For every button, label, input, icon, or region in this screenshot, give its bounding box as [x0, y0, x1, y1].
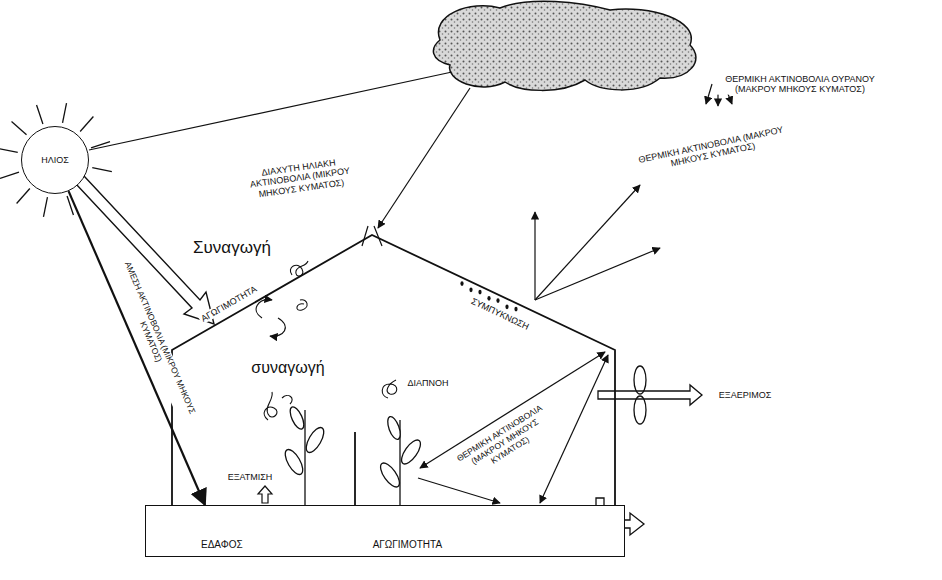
- ventilation-fan: [634, 366, 646, 394]
- plants: [385, 415, 403, 441]
- annotation-label: συναγωγή: [249, 359, 326, 377]
- annotation-label: ΔΙΑΠΝΟΗ: [405, 378, 450, 388]
- node-text: ΑΓΩΓΙΜΟΤΗΤΑ: [373, 539, 442, 557]
- greenhouse-outline: [172, 235, 615, 505]
- sun-to-cloud-line: [89, 72, 452, 150]
- plants: [303, 425, 327, 455]
- ventilation-fan: [598, 366, 702, 424]
- roof-conduction-symbol: [256, 300, 272, 318]
- roof-thermal-arrows: [535, 185, 640, 300]
- sun-circle: ΗΛΙΟΣ: [21, 126, 89, 194]
- convection-curls: [297, 300, 307, 311]
- roof-conduction-symbol: [270, 318, 285, 336]
- roof-thermal-arrows: [534, 212, 535, 300]
- cloud: [433, 1, 695, 90]
- annotation-label: ΣΥΜΠΥΚΝΩΣΗ: [468, 295, 533, 333]
- convection-curls: [264, 261, 397, 420]
- diffuse-radiation-arrow: [378, 88, 470, 228]
- sun-ray: [63, 103, 67, 123]
- roof-conduction-symbol: [374, 226, 382, 246]
- cloud: [433, 1, 695, 90]
- convection-curls: [290, 261, 308, 276]
- droplet: [505, 304, 508, 309]
- greenhouse-outline: [354, 432, 356, 505]
- annotation-label: ΕΞΑΕΡΙΜΟΣ: [717, 390, 773, 400]
- evaporation-arrow: [258, 486, 272, 503]
- radiation-arrow: [69, 191, 205, 505]
- sun-ray: [37, 105, 43, 124]
- roof-thermal-arrows: [535, 185, 660, 300]
- convection-curls: [382, 380, 397, 398]
- greenhouse-outline: [172, 235, 615, 505]
- ventilation-fan: [634, 396, 646, 424]
- annotation-label: ΘΕΡΜΙΚΗ ΑΚΤΙΝΟΒΟΛΙΑ (ΜΑΚΡΟΥ ΜΗΚΟΥΣ ΚΥΜΑΤ…: [446, 397, 565, 486]
- sky-radiation-arrows: [706, 84, 712, 104]
- inner-thermal-arrows: [418, 352, 608, 503]
- plants: [304, 410, 305, 505]
- evaporation-arrow: [258, 486, 272, 503]
- droplet: [514, 307, 517, 312]
- annotation-label: Συναγωγή: [191, 238, 273, 258]
- convection-curls: [264, 392, 277, 420]
- plants: [398, 437, 424, 467]
- roof-conduction-symbol: [256, 226, 382, 336]
- ventilation-fan: [598, 385, 702, 405]
- ground-band: ΕΔΑΦΟΣ ΑΓΩΓΙΜΟΤΗΤΑ: [145, 505, 625, 557]
- sun-ray: [12, 122, 27, 135]
- diffuse-radiation-arrow: [378, 88, 470, 228]
- roof-conduction-symbol: [362, 226, 368, 246]
- droplet: [496, 298, 499, 303]
- roof-thermal-arrows: [535, 248, 660, 300]
- node-text: ΕΔΑΦΟΣ: [201, 539, 243, 557]
- sun-ray: [17, 188, 30, 203]
- droplet: [487, 296, 490, 301]
- plants: [282, 447, 306, 477]
- plants: [377, 460, 403, 490]
- droplet: [469, 287, 472, 292]
- sun-to-cloud-line: [89, 72, 452, 150]
- sun-ray: [0, 148, 18, 152]
- convection-curls: [282, 396, 292, 404]
- droplet: [478, 290, 481, 295]
- node-text: ΗΛΙΟΣ: [41, 155, 69, 165]
- annotation-label: ΕΞΑΤΜΙΣΗ: [226, 472, 275, 482]
- annotation-label: ΘΕΡΜΙΚΗ ΑΚΤΙΝΟΒΟΛΙΑ (ΜΑΚΡΟΥ ΜΗΚΟΥΣ ΚΥΜΑΤ…: [622, 121, 801, 178]
- sun-ray: [0, 172, 19, 178]
- droplet: [460, 281, 463, 286]
- plants: [287, 405, 306, 431]
- sun-ray: [92, 168, 112, 172]
- sun-ray: [80, 117, 93, 132]
- annotation-label: ΔΙΑΧΥΤΗ ΗΛΙΑΚΗ ΑΚΤΙΝΟΒΟΛΙΑ (ΜΙΚΡΟΥ ΜΗΚΟΥ…: [229, 153, 371, 203]
- plants: [282, 405, 424, 505]
- sun-ray: [43, 197, 47, 217]
- annotation-label: ΘΕΡΜΙΚΗ ΑΚΤΙΝΟΒΟΛΙΑ ΟΥΡΑΝΟΥ (ΜΑΚΡΟΥ ΜΗΚΟ…: [713, 74, 887, 95]
